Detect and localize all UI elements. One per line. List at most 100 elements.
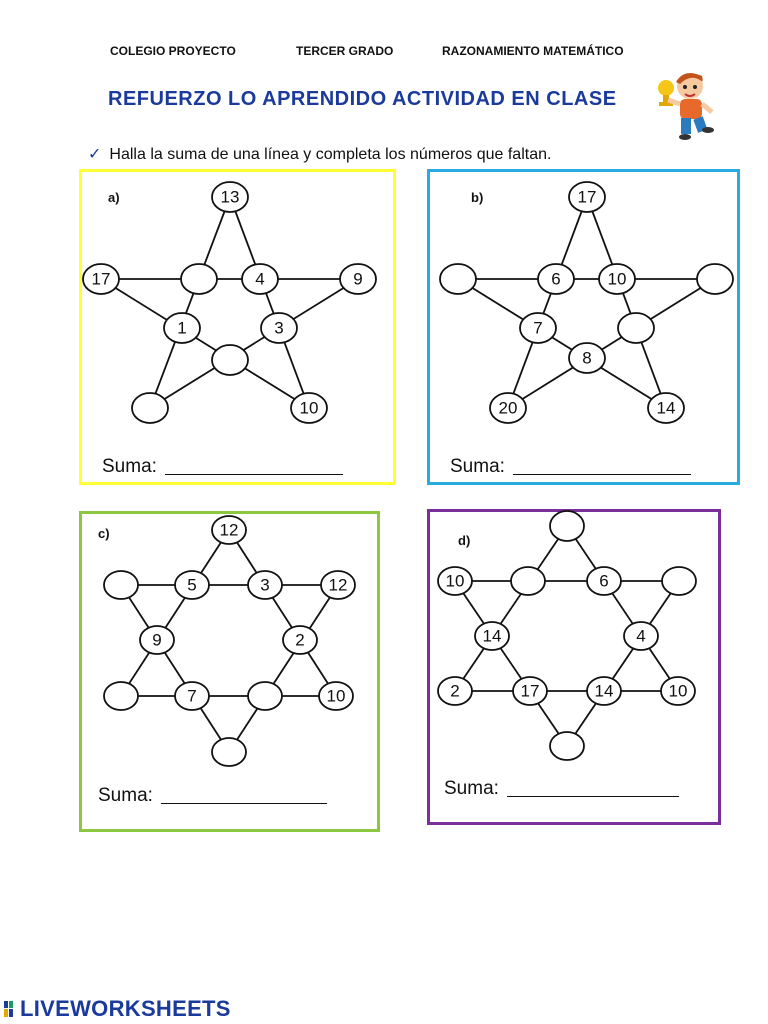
node[interactable]: 7 — [174, 681, 210, 711]
svg-text:10: 10 — [608, 270, 627, 289]
logo-text: LIVEWORKSHEETS — [20, 996, 231, 1021]
node[interactable]: 2 — [437, 676, 473, 706]
node[interactable]: 14 — [586, 676, 622, 706]
svg-text:17: 17 — [92, 270, 111, 289]
node[interactable] — [211, 344, 249, 376]
node[interactable]: 17 — [568, 181, 606, 213]
node[interactable] — [247, 681, 283, 711]
svg-text:12: 12 — [329, 576, 348, 595]
node[interactable] — [211, 737, 247, 767]
node[interactable]: 10 — [290, 392, 328, 424]
node[interactable]: 6 — [537, 263, 575, 295]
liveworksheets-logo: LIVEWORKSHEETS — [4, 996, 231, 1022]
sum-field-d[interactable]: Suma: — [444, 778, 679, 800]
svg-text:10: 10 — [300, 399, 319, 418]
node[interactable]: 2 — [282, 625, 318, 655]
sum-field-c[interactable]: Suma: — [98, 785, 327, 807]
svg-text:14: 14 — [595, 682, 614, 701]
svg-text:12: 12 — [220, 521, 239, 540]
node[interactable]: 9 — [139, 625, 175, 655]
node[interactable]: 14 — [474, 621, 510, 651]
svg-text:1: 1 — [177, 319, 186, 338]
svg-text:17: 17 — [578, 188, 597, 207]
svg-text:7: 7 — [533, 319, 542, 338]
node[interactable] — [439, 263, 477, 295]
svg-text:6: 6 — [551, 270, 560, 289]
puzzle-box-b — [427, 169, 740, 485]
sum-answer-line[interactable] — [512, 474, 691, 475]
node[interactable]: 7 — [519, 312, 557, 344]
sum-answer-line[interactable] — [160, 803, 327, 804]
school-name: COLEGIO PROYECTO — [110, 44, 236, 58]
svg-text:20: 20 — [499, 399, 518, 418]
node[interactable] — [510, 566, 546, 596]
sum-label: Suma: — [444, 778, 499, 799]
node[interactable] — [617, 312, 655, 344]
sum-field-b[interactable]: Suma: — [450, 456, 691, 478]
node[interactable]: 3 — [260, 312, 298, 344]
node[interactable]: 4 — [623, 621, 659, 651]
svg-text:3: 3 — [274, 319, 283, 338]
puzzle-box-d — [427, 509, 721, 825]
node[interactable] — [131, 392, 169, 424]
node[interactable] — [549, 731, 585, 761]
node[interactable]: 8 — [568, 342, 606, 374]
svg-text:6: 6 — [599, 572, 608, 591]
sum-label: Suma: — [98, 785, 153, 806]
node[interactable]: 12 — [211, 515, 247, 545]
node[interactable]: 3 — [247, 570, 283, 600]
checkmark-icon: ✓ — [88, 146, 102, 163]
node[interactable]: 13 — [211, 181, 249, 213]
sum-field-a[interactable]: Suma: — [102, 456, 343, 478]
sum-label: Suma: — [450, 456, 505, 477]
node[interactable]: 10 — [437, 566, 473, 596]
node[interactable] — [549, 510, 585, 542]
node[interactable]: 10 — [598, 263, 636, 295]
instruction: ✓ Halla la suma de una línea y completa l… — [88, 144, 551, 164]
node[interactable]: 14 — [647, 392, 685, 424]
node[interactable]: 17 — [82, 263, 120, 295]
sum-label: Suma: — [102, 456, 157, 477]
svg-text:10: 10 — [327, 687, 346, 706]
svg-text:4: 4 — [636, 627, 645, 646]
node[interactable]: 6 — [586, 566, 622, 596]
node[interactable] — [661, 566, 697, 596]
svg-text:2: 2 — [295, 631, 304, 650]
svg-text:9: 9 — [353, 270, 362, 289]
sum-answer-line[interactable] — [164, 474, 343, 475]
puzzle-c-label: c) — [98, 526, 110, 541]
sum-answer-line[interactable] — [506, 796, 679, 797]
svg-text:5: 5 — [187, 576, 196, 595]
svg-text:10: 10 — [446, 572, 465, 591]
svg-text:17: 17 — [521, 682, 540, 701]
page-title: REFUERZO LO APRENDIDO ACTIVIDAD EN CLASE — [108, 88, 617, 110]
puzzle-box-a — [79, 169, 396, 485]
svg-text:9: 9 — [152, 631, 161, 650]
node[interactable] — [696, 263, 734, 295]
node[interactable]: 20 — [489, 392, 527, 424]
node[interactable]: 12 — [320, 570, 356, 600]
node[interactable]: 5 — [174, 570, 210, 600]
node[interactable]: 10 — [660, 676, 696, 706]
grade-label: TERCER GRADO — [296, 44, 394, 58]
node[interactable]: 1 — [163, 312, 201, 344]
svg-text:2: 2 — [450, 682, 459, 701]
svg-text:14: 14 — [483, 627, 502, 646]
svg-text:13: 13 — [221, 188, 240, 207]
svg-text:3: 3 — [260, 576, 269, 595]
svg-text:8: 8 — [582, 349, 591, 368]
node[interactable] — [180, 263, 218, 295]
node[interactable]: 4 — [241, 263, 279, 295]
svg-text:14: 14 — [657, 399, 676, 418]
puzzle-a-label: a) — [108, 190, 120, 205]
node[interactable]: 9 — [339, 263, 377, 295]
svg-text:4: 4 — [255, 270, 264, 289]
node[interactable]: 17 — [512, 676, 548, 706]
instruction-text: Halla la suma de una línea y completa lo… — [109, 146, 552, 163]
node[interactable]: 10 — [318, 681, 354, 711]
node[interactable] — [103, 570, 139, 600]
node[interactable] — [103, 681, 139, 711]
